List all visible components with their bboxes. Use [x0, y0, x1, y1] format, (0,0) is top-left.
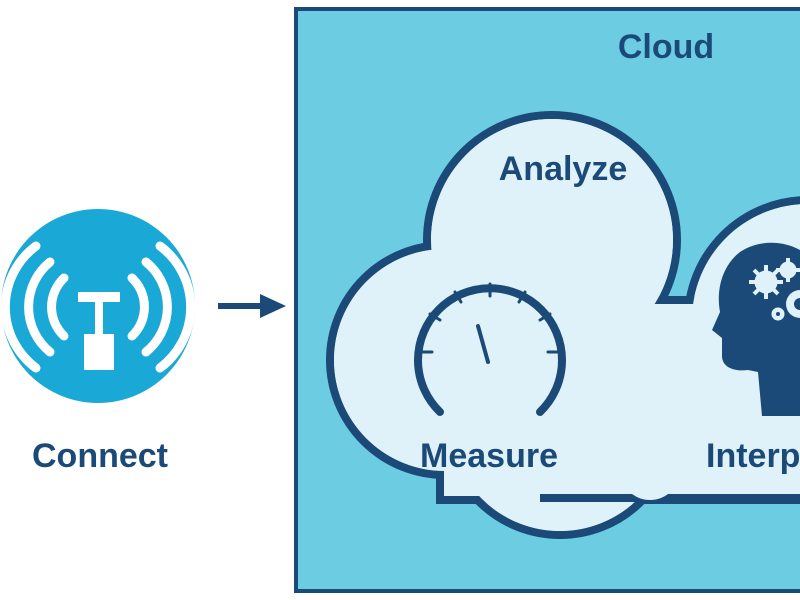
cloud-title: Cloud [618, 28, 714, 66]
measure-label: Measure [420, 437, 558, 475]
analyze-label: Analyze [499, 150, 628, 188]
arrow-icon [218, 294, 286, 318]
interpret-label: Interp [706, 437, 800, 475]
connect-label: Connect [32, 437, 168, 475]
head-gears-icon [712, 242, 800, 416]
gauge-icon [414, 282, 566, 416]
antenna-icon [0, 209, 196, 403]
